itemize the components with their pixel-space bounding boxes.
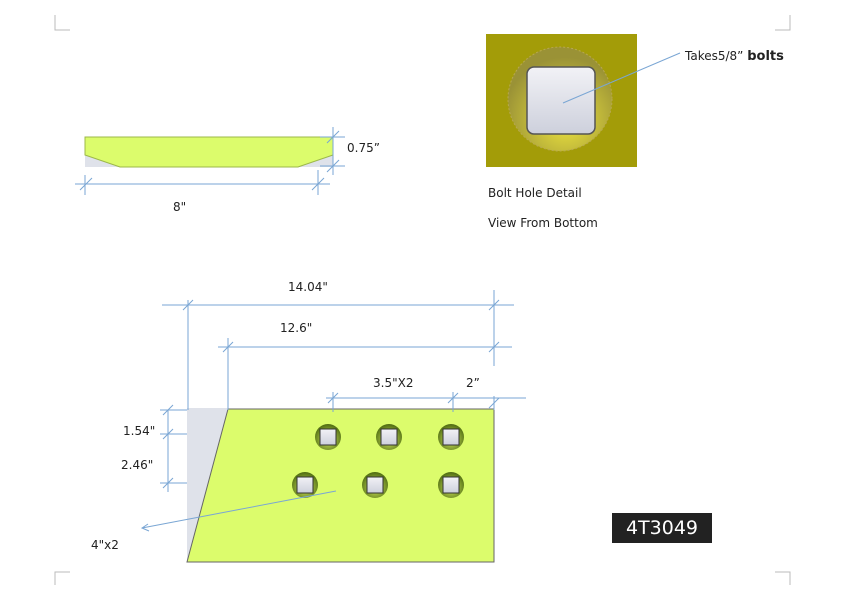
bolt-callout-text: Takes5/8” [685,49,744,63]
top-length-dimension: 12.6" [280,321,313,335]
view-from-bottom-caption: View From Bottom [488,216,598,230]
overall-length-dimension: 14.04" [288,280,328,294]
bolt-holes [292,424,464,498]
bolt-hole [292,472,318,498]
bolt-hole [376,424,402,450]
bolt-hole-detail-caption: Bolt Hole Detail [488,186,582,200]
hole-spacing-dimension: 3.5"X2 [373,376,414,390]
page-corner-marks [54,15,791,585]
bolt-callout: Takes5/8” bolts [685,49,784,64]
bolt-callout-bold: bolts [747,49,784,64]
bolt-hole [362,472,388,498]
bottom-row-spacing-dimension: 4"x2 [91,538,119,552]
side-view [75,127,345,195]
top-row-dimension: 1.54" [123,424,156,438]
part-number-label: 4T3049 [612,513,712,543]
bolt-hole [438,472,464,498]
plate-front-view [140,290,526,563]
bolt-hole [315,424,341,450]
bolt-hole [438,424,464,450]
dimension-lines [140,290,526,532]
width-dimension: 8" [173,200,187,214]
bolt-hole-detail-image [486,34,681,167]
edge-offset-dimension: 2” [466,376,480,390]
thickness-dimension: 0.75” [347,141,380,155]
row-gap-dimension: 2.46" [121,458,154,472]
